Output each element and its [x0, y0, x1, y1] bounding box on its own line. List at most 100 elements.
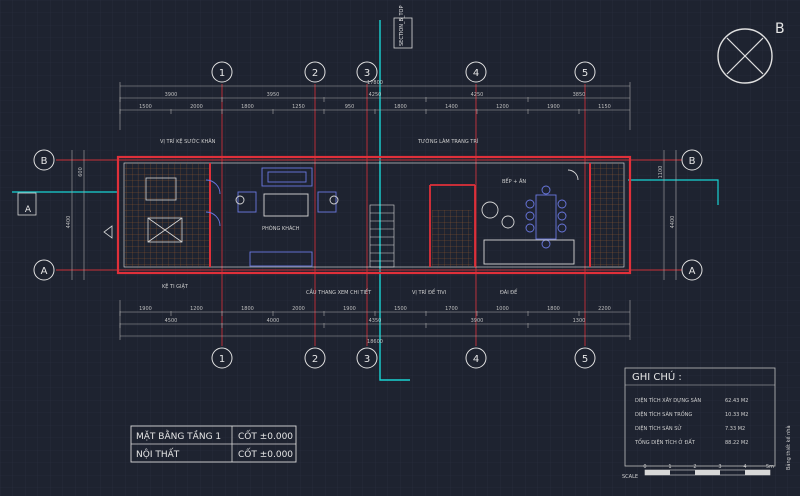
bottom-row2-value-7: 1700	[445, 306, 458, 312]
top-row2-value-8: 1200	[496, 104, 509, 110]
svg-text:3: 3	[364, 68, 370, 79]
bottom-row1-value-5: 1300	[573, 318, 586, 324]
bottom-dimension-row-2: 1900 1200 1800 2000 1900 1500 1700 1000 1800 2200	[119, 306, 611, 316]
bottom-row2-value-1: 1900	[139, 306, 152, 312]
notes-row-1-label: DIỆN TÍCH XÂY DỰNG SÀN	[635, 396, 701, 404]
label-bep: BẾP + ĂN	[502, 177, 526, 185]
section-code-label: SECTION_B_TOP	[399, 6, 405, 46]
label-cau-thang: CẦU THANG XEM CHI TIẾT	[306, 288, 372, 296]
bottom-row2-value-10: 2200	[598, 306, 611, 312]
scale-tick-3: 3	[718, 464, 721, 470]
svg-text:B: B	[689, 156, 696, 167]
scale-tick-1: 1	[668, 464, 671, 470]
right-side-dimensions	[663, 150, 677, 280]
notes-row-2-value: 10.33 M2	[725, 412, 748, 418]
svg-text:2: 2	[312, 354, 318, 365]
right-dimension-sub: 1100	[658, 166, 664, 179]
left-side-dimensions	[71, 150, 85, 280]
label-phong-khach: PHÒNG KHÁCH	[262, 225, 300, 232]
top-row2-value-9: 1900	[547, 104, 560, 110]
top-row1-value-4: 4250	[471, 92, 484, 98]
svg-text:B: B	[41, 156, 48, 167]
bottom-total-dimension: 18600	[367, 339, 383, 345]
axis-4-top: 4	[465, 61, 487, 83]
bottom-row1-value-1: 4500	[165, 318, 178, 324]
axis-5-top: 5	[574, 61, 596, 83]
notes-row-3-label: DIỆN TÍCH SÀN SỬ	[635, 424, 682, 432]
bottom-row2-value-6: 1500	[394, 306, 407, 312]
bottom-dimension-row-1: 4500 4000 4350 3900 1300	[119, 318, 586, 328]
bottom-row2-value-2: 1200	[190, 306, 203, 312]
svg-text:A: A	[41, 266, 48, 277]
bathroom-fixtures	[103, 177, 183, 243]
scale-tick-0: 0	[643, 464, 646, 470]
notes-row-4-value: 88.22 M2	[725, 440, 748, 446]
kitchen-dining-furniture	[481, 185, 575, 265]
bottom-row2-value-4: 2000	[292, 306, 305, 312]
top-row2-value-7: 1400	[445, 104, 458, 110]
svg-text:1: 1	[219, 354, 225, 365]
notes-title: GHI CHÚ :	[632, 370, 682, 383]
left-dimension-main: 4400	[66, 216, 72, 229]
top-row1-value-5: 3850	[573, 92, 586, 98]
scale-tick-5: 5m	[766, 464, 774, 470]
svg-text:5: 5	[582, 354, 588, 365]
top-row2-value-1: 1500	[139, 104, 152, 110]
label-dai-de: ĐÀI ĐỂ	[500, 288, 518, 296]
axis-bubbles-horizontal: B A B A	[33, 149, 703, 281]
axis-3-top: 3	[356, 61, 378, 83]
staircase	[369, 204, 395, 268]
axis-3-bottom: 3	[356, 347, 378, 369]
scale-tick-4: 4	[743, 464, 746, 470]
axis-1-top: 1	[211, 61, 233, 83]
bottom-row2-value-3: 1800	[241, 306, 254, 312]
notes-row-1-value: 62.43 M2	[725, 398, 748, 404]
axis-bubbles-top: 1 2 3 4 5	[211, 61, 596, 83]
top-row1-value-3: 4250	[369, 92, 382, 98]
bottom-row1-value-4: 3900	[471, 318, 484, 324]
top-total-dimension: 17800	[367, 80, 383, 86]
notes-watermark: Bảng thiết kế nhà	[785, 425, 792, 470]
top-row2-value-4: 1250	[292, 104, 305, 110]
notes-panel: GHI CHÚ : DIỆN TÍCH XÂY DỰNG SÀN 62.43 M…	[624, 367, 792, 470]
top-row2-value-6: 1800	[394, 104, 407, 110]
bottom-row2-value-8: 1000	[496, 306, 509, 312]
tiled-floor-areas	[124, 163, 624, 267]
axis-2-bottom: 2	[304, 347, 326, 369]
notes-row-4-label: TỔNG DIỆN TÍCH Ở ĐẤT	[634, 438, 696, 446]
axis-A-right: A	[681, 259, 703, 281]
axis-gridlines	[56, 84, 690, 346]
axis-bubbles-bottom: 1 2 3 4 5	[211, 347, 596, 369]
axis-5-bottom: 5	[574, 347, 596, 369]
axis-1-bottom: 1	[211, 347, 233, 369]
section-cut-line: SECTION_B_TOP A	[12, 6, 719, 381]
axis-2-top: 2	[304, 61, 326, 83]
title-row2-left: NỘI THẤT	[136, 448, 180, 460]
title-block: MẶT BẰNG TẦNG 1 CỐT ±0.000 NỘI THẤT CỐT …	[130, 425, 297, 463]
svg-text:3: 3	[364, 354, 370, 365]
right-dimension-main: 4400	[670, 216, 676, 229]
axis-B-right: B	[681, 149, 703, 171]
left-dimension-sub: 600	[78, 167, 84, 177]
scale-tick-2: 2	[693, 464, 696, 470]
label-ke-ti-giat: KỆ TI GIẶT	[162, 282, 189, 290]
label-tuong: TƯỜNG LÀM TRANG TRÍ	[417, 138, 479, 145]
bottom-row1-value-2: 4000	[267, 318, 280, 324]
label-vi-tri-ke: VỊ TRÍ KỆ SƯỚC KHĂN	[160, 137, 216, 145]
scale-label: SCALE	[622, 474, 638, 480]
living-room-furniture	[235, 167, 339, 267]
bottom-row1-value-3: 4350	[369, 318, 382, 324]
axis-A-left: A	[33, 259, 55, 281]
axis-B-left: B	[33, 149, 55, 171]
top-row1-value-2: 3950	[267, 92, 280, 98]
svg-text:A: A	[689, 266, 696, 277]
title-row1-right: CỐT ±0.000	[238, 429, 293, 442]
bottom-row2-value-9: 1800	[547, 306, 560, 312]
section-letter-left: A	[25, 205, 32, 215]
bottom-row2-value-5: 1900	[343, 306, 356, 312]
title-row1-left: MẶT BẰNG TẦNG 1	[136, 429, 221, 442]
